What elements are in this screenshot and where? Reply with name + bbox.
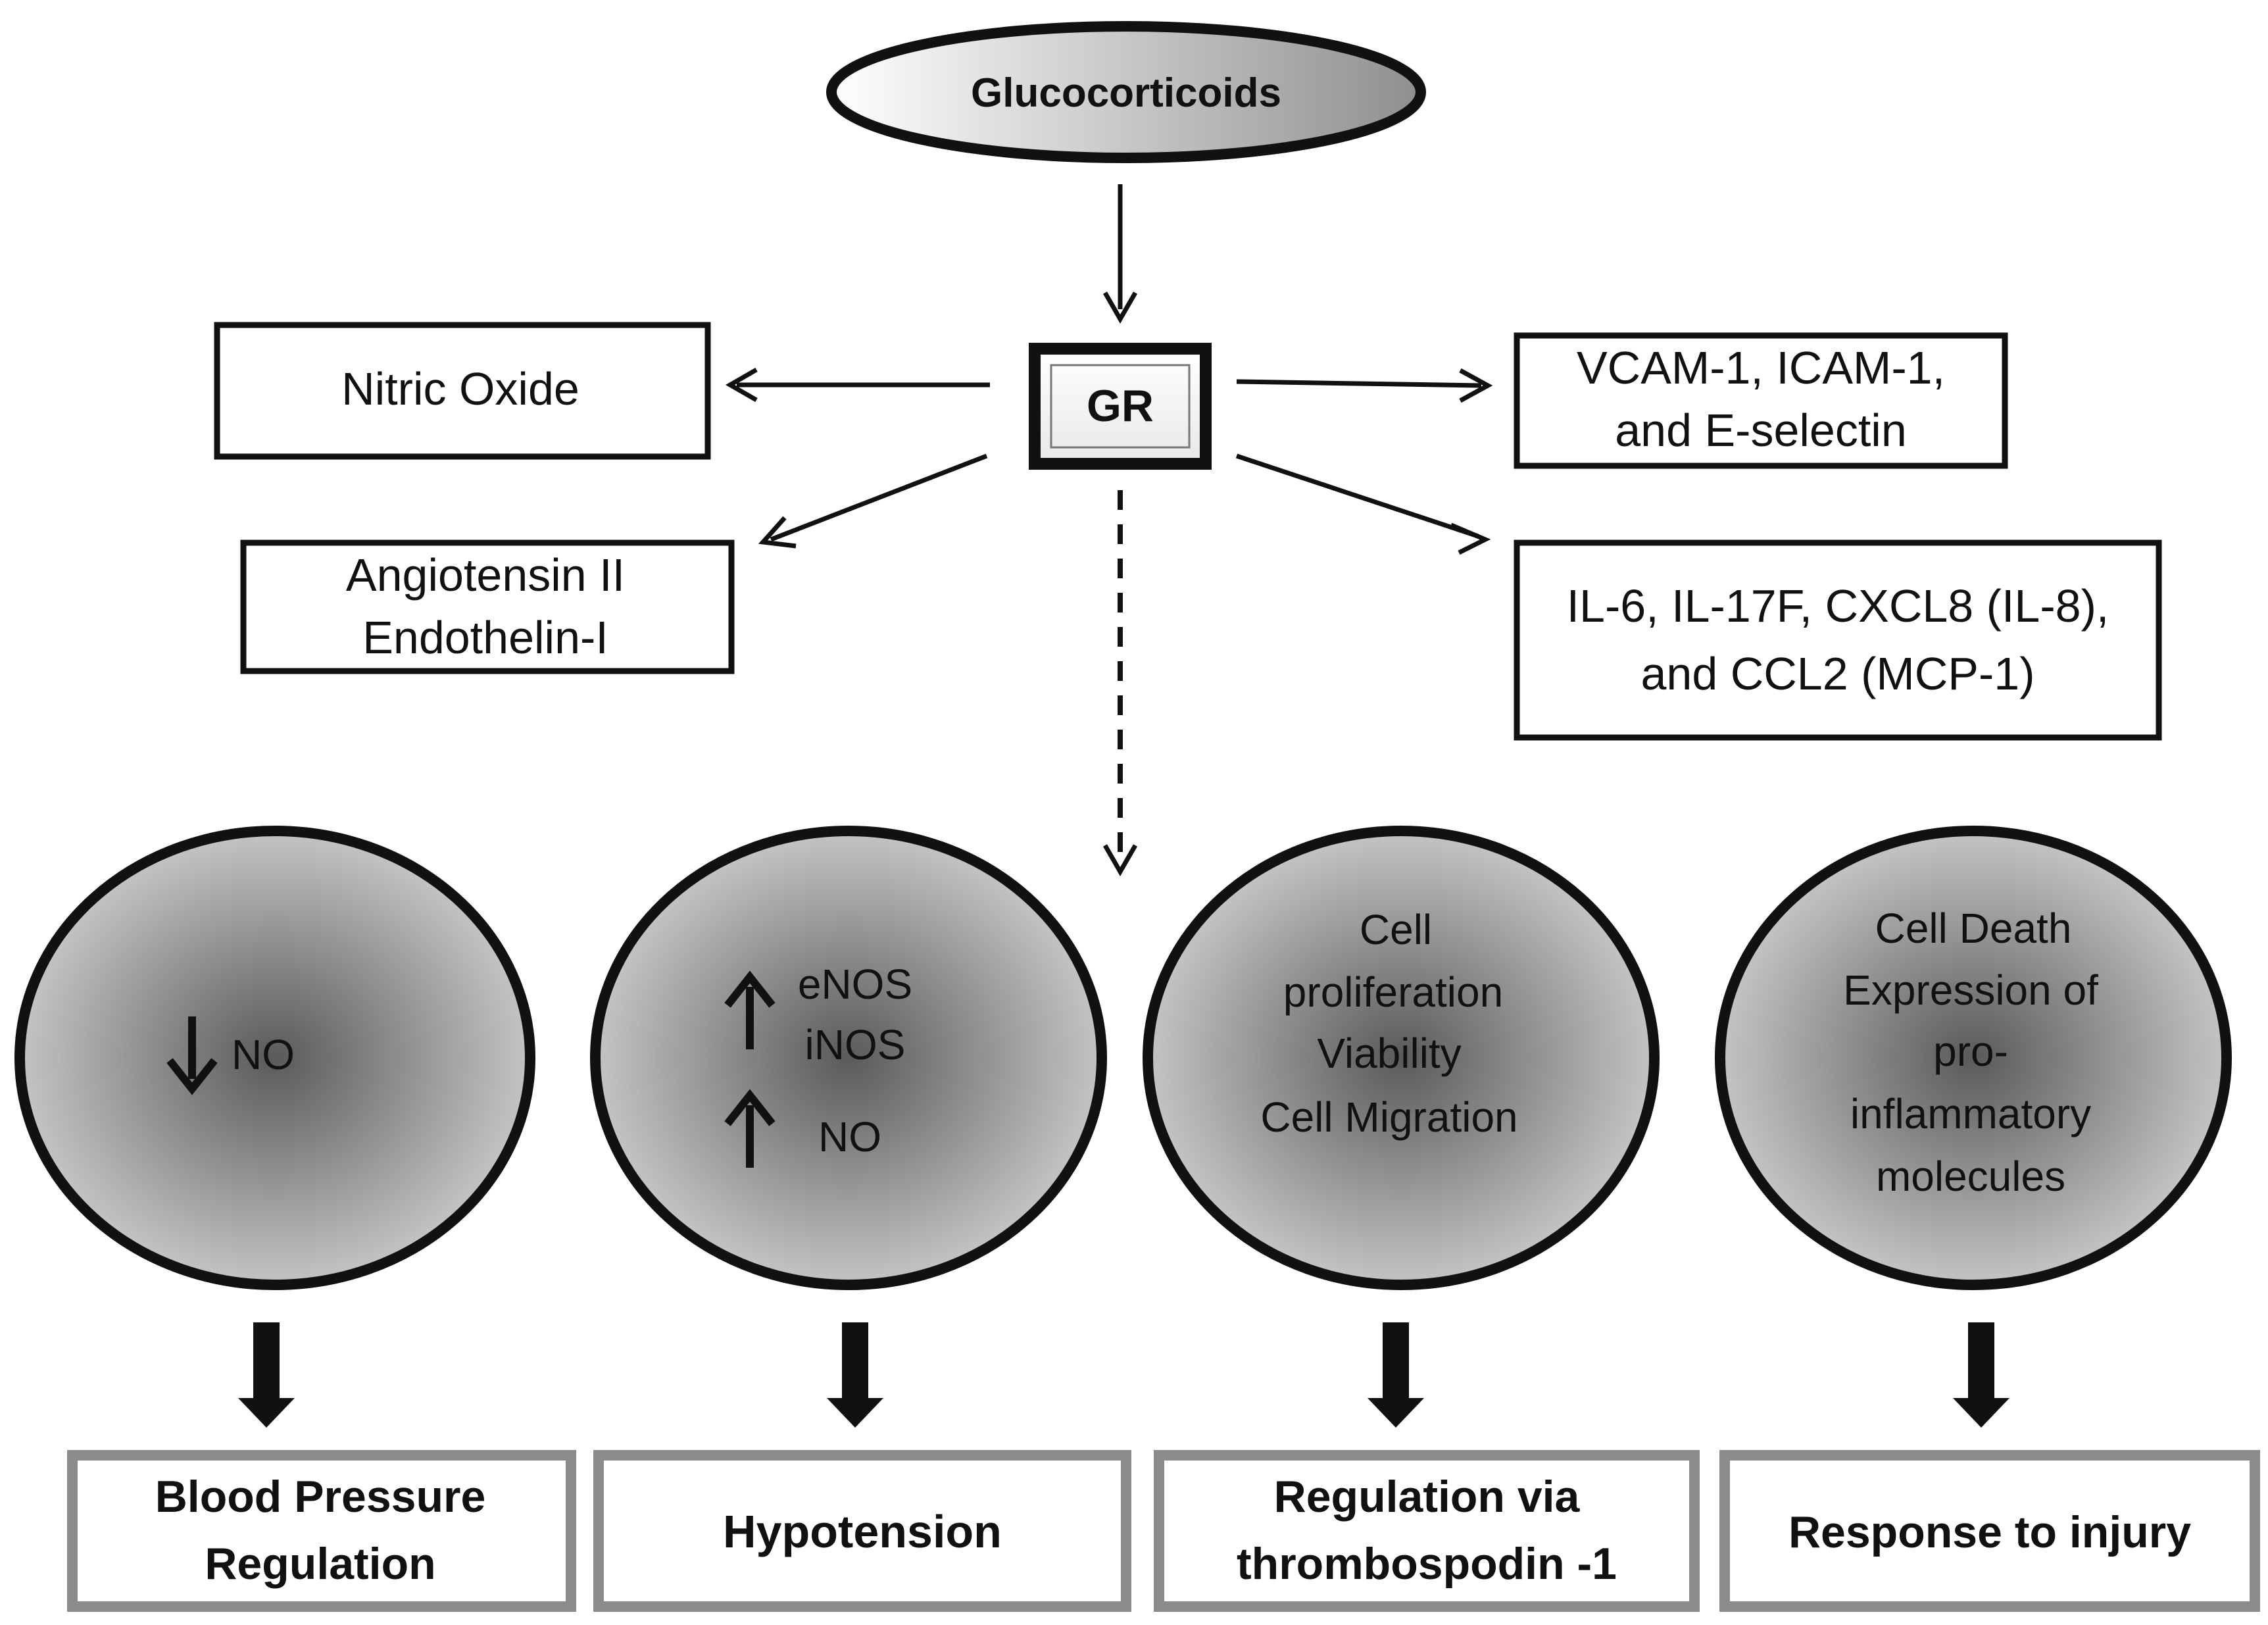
outcome-2-line-1: Hypotension [723,1506,1002,1557]
cell-2-no-label: NO [818,1113,881,1161]
arrow-glucocorticoids-to-gr [1102,184,1138,324]
up-arrow-icon [724,1089,776,1168]
outcome-hypotension: Hypotension [593,1450,1131,1612]
cytokines-line-2: and CCL2 (MCP-1) [1640,648,2034,699]
cell-3-line-4: Cell Migration [1260,1093,1517,1141]
gr-node: GR [1029,343,1212,470]
arrow-gr-to-angiotensin [758,453,988,549]
cell-3-line-1: Cell [1360,906,1432,953]
cell-4-line-5: molecules [1876,1153,2065,1200]
cell-1-no-label: NO [232,1031,295,1078]
down-arrow-icon [166,1016,218,1095]
cell-4-line-4: inflammatory [1850,1090,2091,1138]
outcome-arrows [238,1322,2009,1428]
cell-4-line-2: Expression of [1843,966,2098,1014]
outcome-4-line-1: Response to injury [1788,1507,2191,1557]
cell-4: Cell Death Expression of pro- inflammato… [1715,826,2232,1290]
arrow-gr-to-adhesion [1236,368,1493,403]
thick-down-arrow-icon [1953,1322,2009,1428]
cell-4-line-1: Cell Death [1875,905,2072,952]
adhesion-molecules-box: VCAM-1, ICAM-1, and E-selectin [1514,332,2008,469]
outcome-3-line-1: Regulation via [1274,1472,1581,1522]
arrow-gr-to-nitric-oxide [725,367,990,403]
outcome-1-line-2: Regulation [205,1539,435,1589]
cell-2-inos-label: iNOS [805,1021,906,1068]
cell-3: Cell proliferation Viability Cell Migrat… [1143,826,1660,1290]
outcome-thrombospondin: Regulation via thrombospodin -1 [1154,1450,1700,1612]
cell-1: NO [14,826,535,1290]
angiotensin-label: Angiotensin II [346,549,625,601]
adhesion-line-1: VCAM-1, ICAM-1, [1577,342,1945,393]
nitric-oxide-box: Nitric Oxide [214,322,711,460]
thick-down-arrow-icon [1368,1322,1424,1428]
cell-2-enos-label: eNOS [798,961,912,1008]
outcome-3-line-2: thrombospodin -1 [1237,1539,1617,1589]
adhesion-line-2: and E-selectin [1615,405,1907,456]
cytokines-line-1: IL-6, IL-17F, CXCL8 (IL-8), [1567,580,2109,632]
arrow-gr-to-cytokines [1235,453,1491,555]
gr-label: GR [1087,381,1154,431]
cell-3-line-2: proliferation [1283,968,1503,1016]
nitric-oxide-label: Nitric Oxide [341,363,579,414]
glucocorticoids-label: Glucocorticoids [971,70,1281,116]
endothelin-label: Endothelin-I [362,612,608,663]
thick-down-arrow-icon [238,1322,295,1428]
glucocorticoids-node: Glucocorticoids [826,21,1426,163]
up-arrow-icon [724,970,776,1049]
cell-2: eNOS iNOS NO [590,826,1107,1290]
dashed-arrow-gr-to-cells [1102,490,1138,877]
cytokines-box: IL-6, IL-17F, CXCL8 (IL-8), and CCL2 (MC… [1514,539,2162,741]
angiotensin-box: Angiotensin II Endothelin-I [240,539,735,674]
thick-down-arrow-icon [827,1322,883,1428]
cell-4-line-3: pro- [1933,1028,2008,1075]
outcome-blood-pressure: Blood Pressure Regulation [67,1450,576,1612]
outcome-response-to-injury: Response to injury [1719,1450,2260,1612]
gr-side-arrows [725,367,1493,555]
outcome-1-line-1: Blood Pressure [155,1472,486,1522]
cell-3-line-3: Viability [1317,1030,1461,1077]
